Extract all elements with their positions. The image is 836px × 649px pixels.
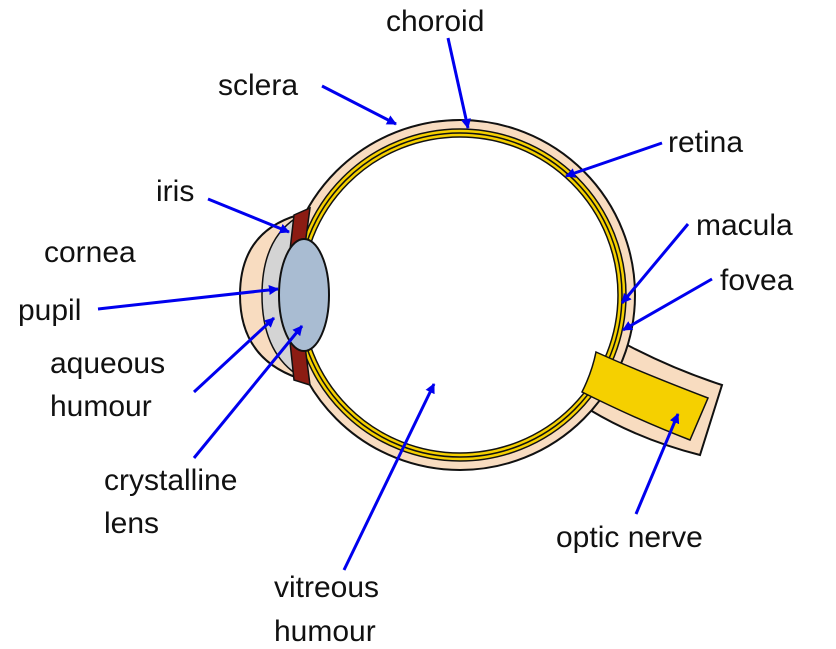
label-vitreous-line1: vitreous [274, 571, 379, 604]
arrow-iris [208, 199, 289, 232]
label-optic-nerve: optic nerve [556, 521, 703, 554]
label-crystalline-line2: lens [104, 507, 159, 540]
label-cornea: cornea [44, 236, 136, 269]
arrow-crystalline [194, 326, 302, 458]
label-fovea: fovea [720, 264, 794, 297]
label-choroid: choroid [386, 5, 484, 38]
label-sclera: sclera [218, 69, 298, 102]
label-aqueous-line2: humour [50, 390, 152, 423]
label-aqueous-line1: aqueous [50, 347, 165, 380]
label-pupil: pupil [18, 294, 81, 327]
arrow-retina [566, 143, 662, 176]
label-retina: retina [668, 126, 743, 159]
crystalline-lens [279, 239, 329, 351]
arrow-choroid [448, 38, 468, 128]
label-iris: iris [156, 175, 194, 208]
vitreous-chamber [302, 137, 618, 453]
label-crystalline-line1: crystalline [104, 464, 237, 497]
label-vitreous-line2: humour [274, 615, 376, 648]
arrow-sclera [322, 86, 396, 124]
label-macula: macula [696, 209, 793, 242]
